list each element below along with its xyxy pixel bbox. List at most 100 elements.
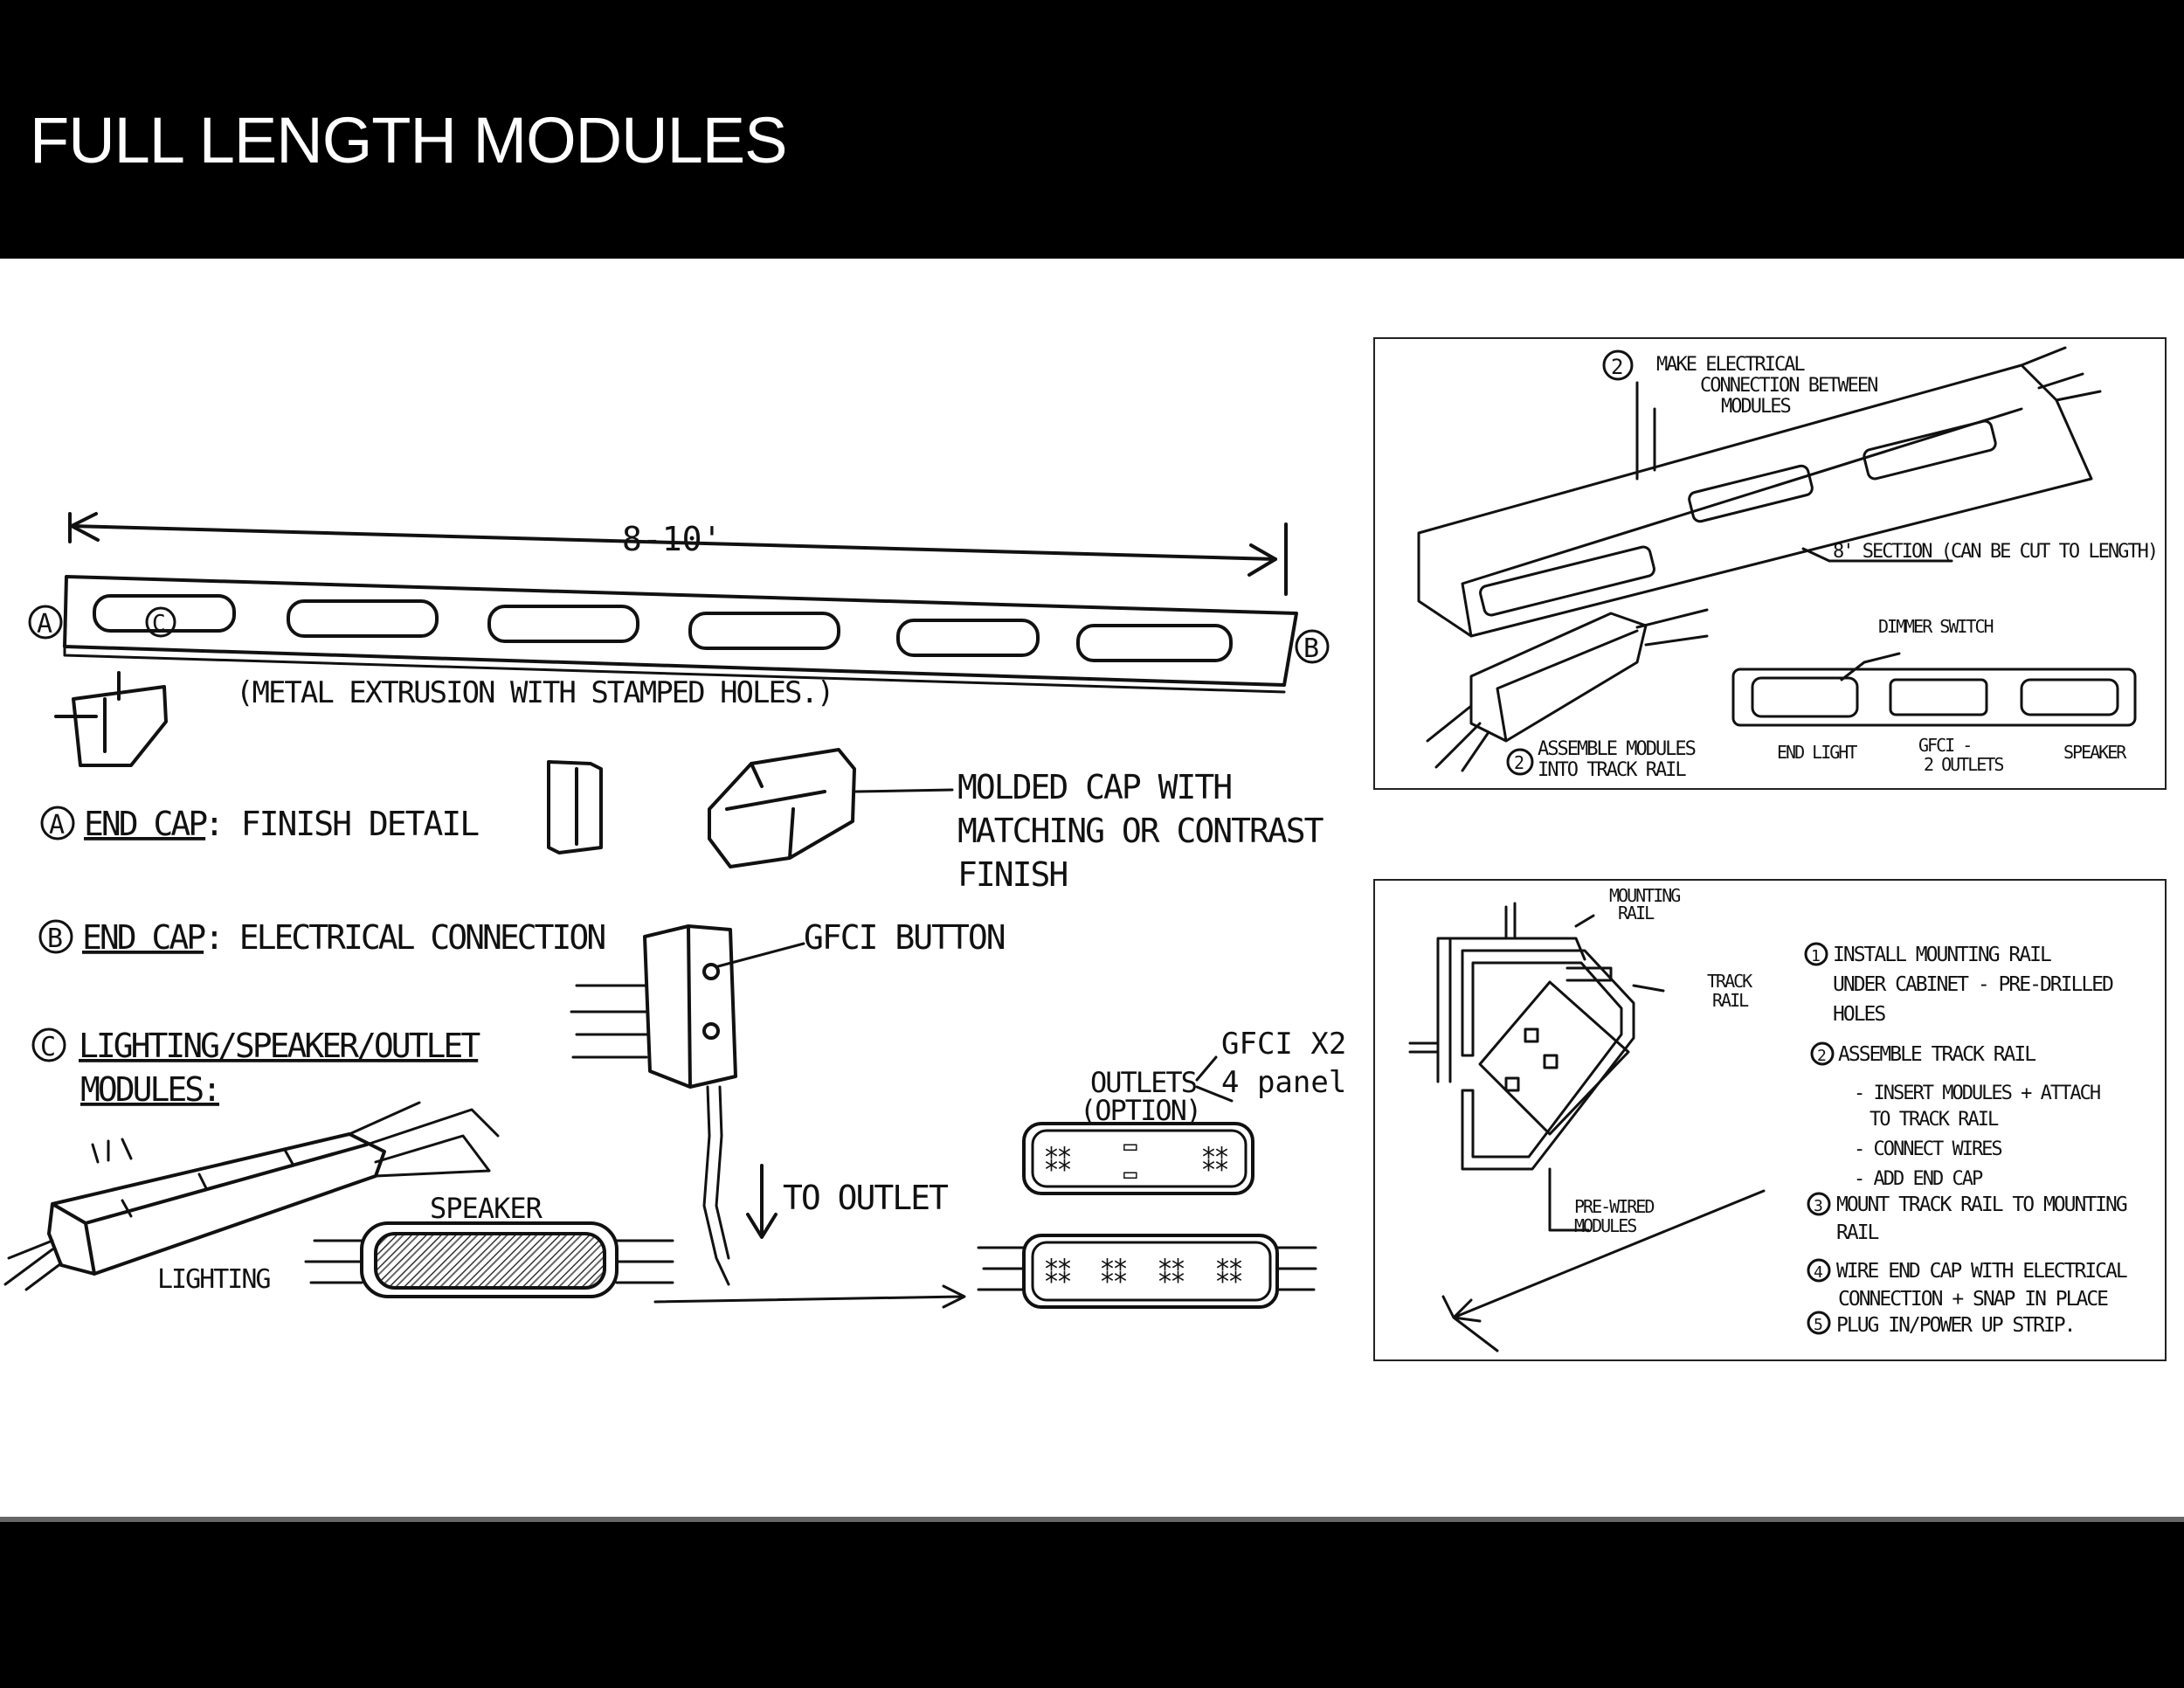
to-outlet-arrow xyxy=(746,1164,778,1239)
mounting-rail-line-2: RAIL xyxy=(1618,903,1655,924)
step-2-num: 2 xyxy=(1817,1047,1827,1065)
modules-c-line-2: MODULES: xyxy=(80,1070,219,1109)
prewired-line-1: PRE-WIRED xyxy=(1574,1196,1654,1217)
prewired-module-sketch xyxy=(1478,980,1630,1136)
stamped-hole xyxy=(287,599,439,638)
svg-text:⁑⁑: ⁑⁑ xyxy=(1216,1258,1242,1290)
lighting-label: LIGHTING xyxy=(157,1264,270,1295)
track-rail-line-1: TRACK xyxy=(1707,971,1752,992)
assembly-steps: 1 INSTALL MOUNTING RAIL UNDER CABINET - … xyxy=(1811,944,2129,1337)
step-1-line-3: HOLES xyxy=(1833,1003,1885,1026)
step-2a-line-1: - INSERT MODULES + ATTACH xyxy=(1854,1083,2100,1104)
gfci-label-1: GFCI - xyxy=(1918,735,1971,756)
track-rail-profile xyxy=(1461,949,1635,1171)
assemble-line-1: ASSEMBLE MODULES xyxy=(1538,738,1696,760)
mounting-rail-line-1: MOUNTING xyxy=(1609,885,1680,906)
molded-cap-line-2: MATCHING OR CONTRAST xyxy=(957,812,1324,850)
section-note: 8' SECTION (CAN BE CUT TO LENGTH) xyxy=(1833,541,2157,563)
speaker-label-top: SPEAKER xyxy=(2063,742,2127,763)
assembly-panel-bottom: MOUNTING RAIL TRACK RAIL PRE-WIRED MODUL… xyxy=(1373,879,2167,1361)
assemble-line-2: INTO TRACK RAIL xyxy=(1538,759,1686,781)
dimension-line xyxy=(68,512,1288,596)
step-2a-line-2: TO TRACK RAIL xyxy=(1870,1109,1999,1131)
footer-bar xyxy=(0,1522,2184,1688)
endcap-a-text: : FINISH DETAIL xyxy=(204,805,479,843)
step2-line-3: MODULES xyxy=(1721,396,1790,418)
svg-text:⁑⁑: ⁑⁑ xyxy=(1158,1258,1185,1290)
end-light-label: END LIGHT xyxy=(1777,742,1857,763)
dimension-label: 8-10' xyxy=(622,520,722,558)
outlet-module-top xyxy=(1022,1122,1254,1195)
end-cap-b-sketch xyxy=(643,924,737,1089)
step-2c-line-1: - ADD END CAP xyxy=(1854,1168,1983,1190)
svg-text:⁑⁑: ⁑⁑ xyxy=(1045,1258,1071,1290)
step-4-line-2: CONNECTION + SNAP IN PLACE xyxy=(1838,1288,2108,1311)
dimmer-label: DIMMER SWITCH xyxy=(1878,616,1993,637)
assembly-sketch-top: 2 MAKE ELECTRICAL CONNECTION BETWEEN MOD… xyxy=(1417,346,2159,781)
step-4-num: 4 xyxy=(1814,1263,1823,1282)
step2-num: 2 xyxy=(1611,355,1623,379)
step-3-num: 3 xyxy=(1814,1197,1823,1215)
outlet-receptacles: ⁑⁑ ▭ ▭ ⁑⁑ ⁑⁑ ⁑⁑ ⁑⁑ ⁑⁑ xyxy=(1045,1133,1242,1290)
step-5-line-1: PLUG IN/POWER UP STRIP. xyxy=(1836,1314,2075,1337)
end-cap-a-sketch xyxy=(547,760,603,854)
stamped-hole xyxy=(93,594,236,633)
stamped-hole xyxy=(688,612,840,650)
step-4-line-1: WIRE END CAP WITH ELECTRICAL xyxy=(1836,1260,2127,1283)
step-1-num: 1 xyxy=(1811,947,1821,965)
step-2-line-1: ASSEMBLE TRACK RAIL xyxy=(1838,1043,2035,1066)
gfci-button-label: GFCI BUTTON xyxy=(804,918,1005,957)
molded-cap-line-3: FINISH xyxy=(957,855,1067,894)
profile-sketch xyxy=(54,671,168,767)
endcap-b-marker: B xyxy=(47,924,63,954)
step2-line-2: CONNECTION BETWEEN xyxy=(1700,375,1877,397)
step-5-num: 5 xyxy=(1814,1316,1823,1334)
direction-arrow xyxy=(1441,1189,1766,1352)
power-cord xyxy=(702,1085,730,1286)
marker-c: C xyxy=(152,611,166,637)
main-sketch: ⁑⁑ ▭ ▭ ⁑⁑ ⁑⁑ ⁑⁑ ⁑⁑ ⁑⁑ A C B 8-10' (METAL… xyxy=(3,512,1346,1309)
gfci-note-line-1: GFCI X2 xyxy=(1221,1027,1346,1062)
speaker-label: SPEAKER xyxy=(430,1192,543,1225)
mounting-rail-sketch xyxy=(1436,937,1586,1083)
outlets-option-line-2: (OPTION) xyxy=(1080,1094,1200,1127)
footer-edge xyxy=(0,1517,2184,1524)
rail-caption: (METAL EXTRUSION WITH STAMPED HOLES.) xyxy=(236,675,833,710)
marker-b: B xyxy=(1303,633,1319,664)
marker-a: A xyxy=(37,609,52,640)
assemble-num: 2 xyxy=(1514,752,1524,773)
step-3-line-1: MOUNT TRACK RAIL TO MOUNTING xyxy=(1836,1193,2127,1216)
svg-text:▭: ▭ xyxy=(1123,1133,1137,1159)
modules-c-line-1: LIGHTING/SPEAKER/OUTLET xyxy=(79,1027,480,1065)
assembly-sketch-bottom: MOUNTING RAIL TRACK RAIL PRE-WIRED MODUL… xyxy=(1408,885,2129,1352)
endcap-b-title: END CAP xyxy=(82,918,205,957)
step-2b-line-1: - CONNECT WIRES xyxy=(1854,1138,2001,1160)
endcap-a-title: END CAP xyxy=(84,805,207,843)
slide-title: FULL LENGTH MODULES xyxy=(30,104,787,176)
stamped-hole xyxy=(487,605,639,643)
stamped-hole xyxy=(896,619,1040,657)
assembly-panel-top: 2 MAKE ELECTRICAL CONNECTION BETWEEN MOD… xyxy=(1373,337,2167,790)
svg-text:▭: ▭ xyxy=(1123,1161,1137,1187)
prewired-line-2: MODULES xyxy=(1574,1215,1636,1236)
outlets-option-line-1: OUTLETS xyxy=(1090,1066,1197,1099)
endcap-b-text: : ELECTRICAL CONNECTION xyxy=(204,918,605,957)
svg-text:⁑⁑: ⁑⁑ xyxy=(1045,1146,1071,1178)
modules-c-marker: C xyxy=(40,1032,56,1062)
molded-cap-line-1: MOLDED CAP WITH xyxy=(957,768,1231,806)
strip-sketch xyxy=(1731,668,2137,727)
gfci-label-2: 2 OUTLETS xyxy=(1924,754,2003,775)
svg-text:⁑⁑: ⁑⁑ xyxy=(1202,1146,1228,1178)
gfci-note-line-2: 4 panel xyxy=(1221,1065,1346,1100)
stamped-hole xyxy=(1076,624,1233,662)
step2-line-1: MAKE ELECTRICAL xyxy=(1656,354,1805,376)
outlet-module-bottom xyxy=(1022,1234,1279,1309)
molded-cap-sketch xyxy=(708,748,856,868)
lighting-module-sketch xyxy=(47,1132,386,1276)
step-3-line-2: RAIL xyxy=(1836,1221,1879,1244)
endcap-a-marker: A xyxy=(49,810,65,841)
to-outlet-label: TO OUTLET xyxy=(783,1179,948,1217)
step-1-line-1: INSTALL MOUNTING RAIL xyxy=(1833,944,2051,966)
extrusion-rail xyxy=(63,575,1298,687)
track-rail-line-2: RAIL xyxy=(1712,990,1749,1011)
